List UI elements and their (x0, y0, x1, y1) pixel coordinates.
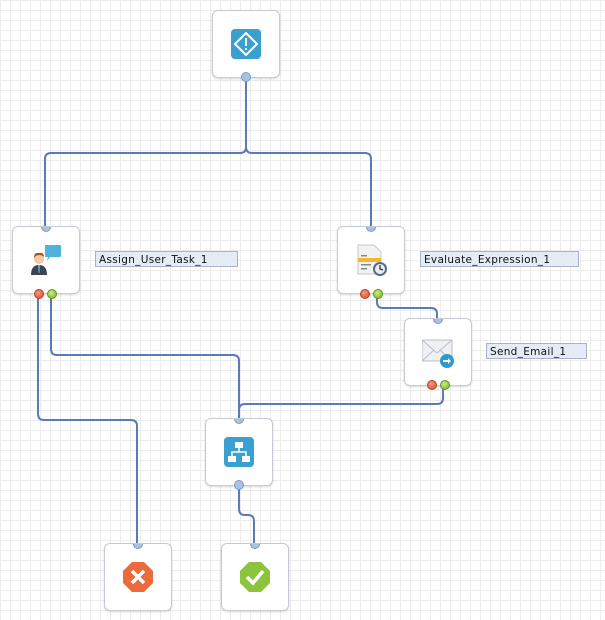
parallel-gateway-icon (224, 437, 254, 467)
parallel-gateway-node[interactable] (205, 418, 273, 490)
error-port[interactable] (427, 380, 437, 390)
wire-evaluate-success-to-email (376, 298, 438, 320)
error-end-icon (123, 562, 153, 592)
expression-document-icon (357, 244, 387, 276)
input-port[interactable] (133, 544, 143, 549)
wire-email-success-to-gateway (238, 389, 444, 411)
wire-assign-error-to-end-error (37, 298, 138, 545)
wire-gateway-to-end-success (238, 488, 255, 545)
output-port[interactable] (234, 480, 244, 490)
start-diamond-icon (231, 29, 261, 59)
wire-start-to-assign (44, 80, 247, 228)
input-port[interactable] (433, 319, 443, 324)
email-icon (422, 339, 454, 368)
assign-user-task-label[interactable]: Assign_User_Task_1 (95, 251, 238, 267)
evaluate-expression-node[interactable] (337, 226, 405, 299)
wire-assign-success-to-gateway (50, 298, 240, 420)
input-port[interactable] (250, 544, 260, 549)
error-end-node[interactable] (104, 543, 172, 611)
send-email-label[interactable]: Send_Email_1 (486, 343, 587, 359)
success-port[interactable] (373, 289, 383, 299)
evaluate-expression-label[interactable]: Evaluate_Expression_1 (420, 251, 579, 267)
send-email-node[interactable] (404, 318, 472, 390)
success-port[interactable] (47, 289, 57, 299)
user-task-icon (31, 245, 61, 275)
success-end-node[interactable] (221, 543, 289, 611)
start-node[interactable] (212, 10, 280, 82)
output-port[interactable] (241, 72, 251, 82)
success-port[interactable] (440, 380, 450, 390)
error-port[interactable] (360, 289, 370, 299)
input-port[interactable] (41, 227, 51, 232)
input-port[interactable] (234, 419, 244, 424)
assign-user-task-node[interactable] (12, 226, 80, 299)
success-end-icon (240, 562, 270, 592)
error-port[interactable] (34, 289, 44, 299)
input-port[interactable] (366, 227, 376, 232)
wire-start-to-evaluate (245, 146, 372, 228)
